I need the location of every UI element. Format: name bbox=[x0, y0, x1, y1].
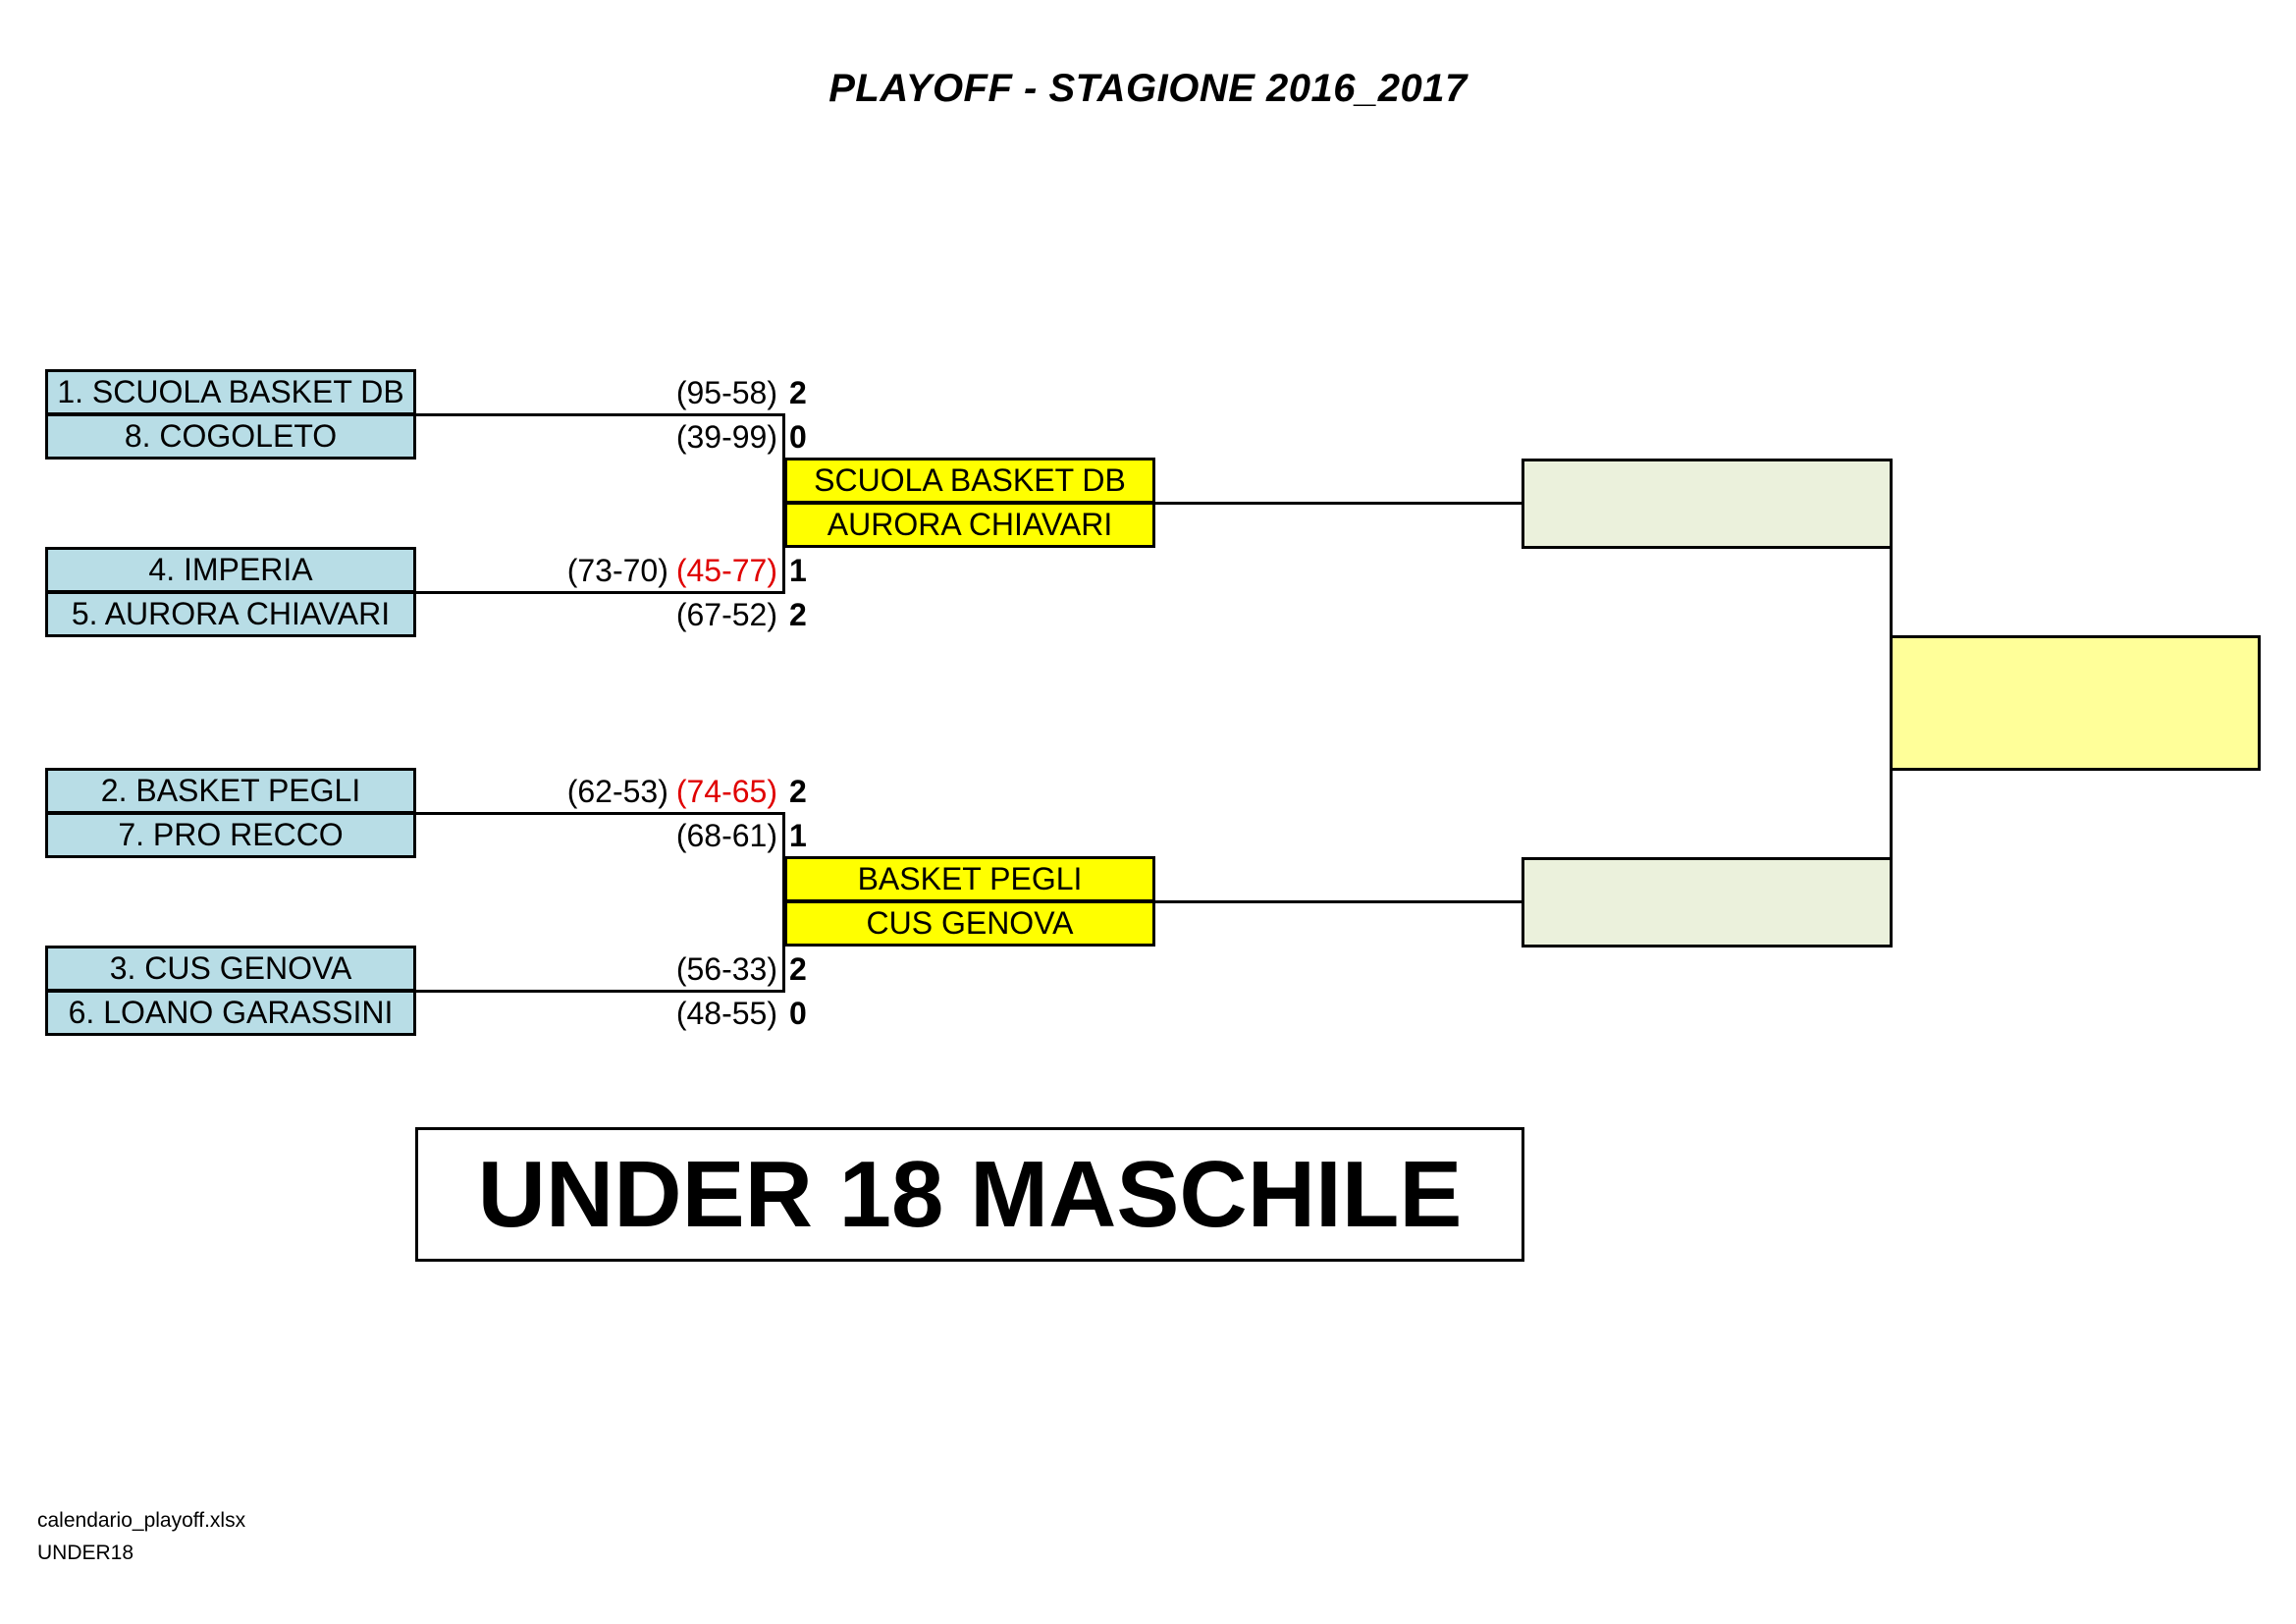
category-banner: UNDER 18 MASCHILE bbox=[415, 1127, 1524, 1262]
series-wins: 2 bbox=[789, 375, 807, 410]
bracket-line bbox=[782, 812, 785, 993]
team-box-3: 3. CUS GENOVA bbox=[45, 946, 416, 992]
series-wins: 1 bbox=[789, 553, 807, 588]
series-wins: 2 bbox=[789, 951, 807, 987]
bracket-line bbox=[782, 413, 785, 594]
result-row: (39-99) bbox=[491, 415, 777, 460]
team-box-2: 2. BASKET PEGLI bbox=[45, 768, 416, 814]
result-score: (56-33) bbox=[675, 951, 777, 987]
result-score: (95-58) bbox=[675, 375, 777, 410]
bracket-line bbox=[416, 990, 785, 993]
result-score: (39-99) bbox=[675, 419, 777, 455]
result-score: (68-61) bbox=[675, 818, 777, 853]
result-score-red: (45-77) bbox=[675, 553, 777, 588]
team-box-6: 6. LOANO GARASSINI bbox=[45, 990, 416, 1036]
semifinal-team-box: SCUOLA BASKET DB bbox=[784, 458, 1155, 504]
footer-filename: calendario_playoff.xlsx bbox=[37, 1509, 246, 1532]
series-wins: 2 bbox=[789, 597, 807, 632]
bracket-line bbox=[1154, 900, 1524, 903]
bracket-line bbox=[1154, 502, 1524, 505]
series-wins: 0 bbox=[789, 996, 807, 1031]
team-box-4: 4. IMPERIA bbox=[45, 547, 416, 593]
final-team-box bbox=[1522, 857, 1893, 947]
bracket-line bbox=[416, 591, 785, 594]
page-title: PLAYOFF - STAGIONE 2016_2017 bbox=[828, 67, 1468, 110]
series-wins: 1 bbox=[789, 818, 807, 853]
champion-box bbox=[1890, 635, 2261, 771]
team-box-1: 1. SCUOLA BASKET DB bbox=[45, 369, 416, 415]
series-wins: 2 bbox=[789, 774, 807, 809]
team-box-5: 5. AURORA CHIAVARI bbox=[45, 591, 416, 637]
semifinal-team-box: BASKET PEGLI bbox=[784, 856, 1155, 902]
result-row: (73-70)(45-77) bbox=[491, 549, 777, 593]
result-row: (56-33) bbox=[491, 947, 777, 992]
result-row: (62-53)(74-65) bbox=[491, 770, 777, 814]
series-wins: 0 bbox=[789, 419, 807, 455]
result-score: (67-52) bbox=[675, 597, 777, 632]
result-score: (62-53) bbox=[566, 774, 668, 809]
semifinal-team-box: AURORA CHIAVARI bbox=[784, 502, 1155, 548]
team-box-8: 8. COGOLETO bbox=[45, 413, 416, 460]
bracket-line bbox=[416, 812, 785, 815]
result-row: (68-61) bbox=[491, 814, 777, 858]
final-team-box bbox=[1522, 459, 1893, 549]
result-row: (67-52) bbox=[491, 593, 777, 637]
result-score-red: (74-65) bbox=[675, 774, 777, 809]
result-row: (95-58) bbox=[491, 371, 777, 415]
bracket-line bbox=[416, 413, 785, 416]
result-row: (48-55) bbox=[491, 992, 777, 1036]
team-box-7: 7. PRO RECCO bbox=[45, 812, 416, 858]
footer-sheet-name: UNDER18 bbox=[37, 1542, 134, 1564]
result-score: (73-70) bbox=[566, 553, 668, 588]
semifinal-team-box: CUS GENOVA bbox=[784, 900, 1155, 947]
result-score: (48-55) bbox=[675, 996, 777, 1031]
